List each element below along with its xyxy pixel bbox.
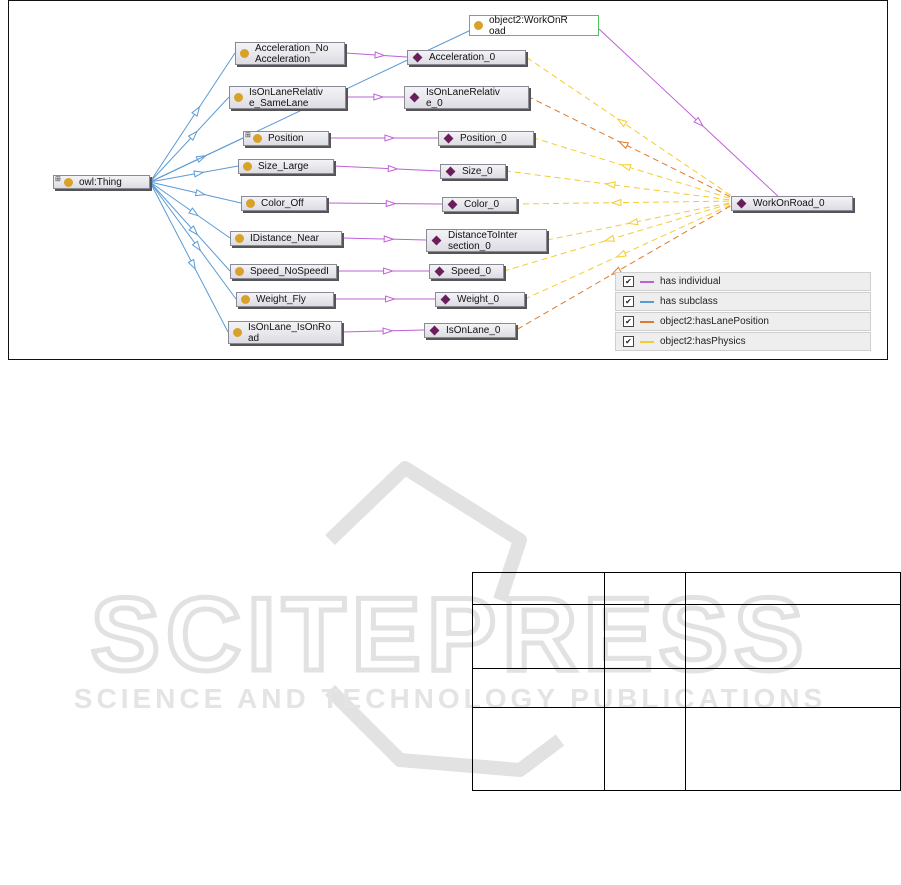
node-color-individual[interactable]: Color_0 — [442, 197, 517, 212]
edge-arrowhead — [385, 295, 397, 303]
edge-legend: ✔ has individual ✔ has subclass ✔ object… — [615, 272, 871, 352]
edge-has-individual — [326, 202, 443, 205]
class-icon — [246, 199, 255, 208]
edge-has-lane-position — [515, 200, 740, 331]
edge-arrowhead — [384, 134, 396, 142]
table-row — [472, 707, 901, 791]
edge-arrowhead — [193, 170, 205, 178]
edge-has-subclass — [149, 181, 242, 204]
edge-arrowhead — [615, 249, 627, 258]
edge-has-physics — [505, 170, 740, 202]
legend-item-has-physics[interactable]: ✔ object2:hasPhysics — [615, 332, 871, 351]
node-work-on-road-class[interactable]: object2:WorkOnR oad — [469, 15, 599, 37]
node-weight-class[interactable]: Weight_Fly — [236, 292, 334, 307]
edge-arrowhead — [383, 267, 395, 275]
legend-item-has-individual[interactable]: ✔ has individual — [615, 272, 871, 291]
legend-swatch — [640, 320, 654, 323]
edge-arrowhead — [610, 198, 622, 207]
node-speed-individual[interactable]: Speed_0 — [429, 264, 504, 279]
edge-arrowhead — [603, 234, 616, 242]
edge-arrowhead — [626, 217, 639, 226]
edge-arrowhead — [188, 207, 200, 217]
edge-arrowhead — [693, 116, 704, 127]
edge-arrowhead — [194, 188, 207, 197]
class-icon — [253, 134, 262, 143]
checkbox-checked-icon[interactable]: ✔ — [623, 336, 634, 347]
checkbox-checked-icon[interactable]: ✔ — [623, 316, 634, 327]
class-icon — [235, 234, 244, 243]
edge-arrowhead — [617, 140, 630, 150]
edge-has-lane-position — [528, 96, 740, 202]
node-speed-class[interactable]: Speed_NoSpeedI — [230, 264, 337, 279]
class-icon — [64, 177, 73, 187]
class-icon — [241, 295, 250, 304]
table-row — [472, 668, 901, 708]
empty-table — [472, 572, 901, 791]
edge-has-subclass — [149, 52, 236, 183]
expand-icon[interactable]: ⊞ — [55, 176, 61, 183]
edge-has-physics — [525, 56, 740, 202]
edge-arrowhead — [604, 181, 616, 189]
table-row — [472, 604, 901, 669]
node-acceleration-class[interactable]: Acceleration_No Acceleration — [235, 42, 345, 65]
node-lane-relative-individual[interactable]: IsOnLaneRelativ e_0 — [404, 86, 529, 109]
node-position-individual[interactable]: Position_0 — [438, 131, 534, 146]
edge-arrowhead — [374, 51, 386, 59]
edge-arrowhead — [387, 164, 399, 173]
node-onlane-class[interactable]: IsOnLane_IsOnRo ad — [228, 321, 342, 344]
edge-has-physics — [516, 200, 740, 205]
node-distance-individual[interactable]: DistanceToInter section_0 — [426, 229, 547, 252]
class-icon — [235, 267, 244, 276]
edge-arrowhead — [191, 105, 201, 117]
edge-arrowhead — [188, 225, 199, 236]
edge-has-physics — [546, 200, 740, 241]
class-icon — [474, 21, 483, 30]
legend-swatch — [640, 300, 654, 303]
legend-item-has-lane-position[interactable]: ✔ object2:hasLanePosition — [615, 312, 871, 331]
class-icon — [243, 162, 252, 171]
edge-arrowhead — [382, 327, 394, 335]
table-row — [472, 572, 901, 605]
edge-has-individual — [598, 28, 782, 200]
expand-icon[interactable]: ⊞ — [245, 132, 251, 139]
edge-has-physics — [503, 200, 740, 272]
edge-has-subclass — [149, 181, 231, 272]
edge-has-subclass — [149, 181, 237, 300]
node-size-class[interactable]: Size_Large — [238, 159, 334, 174]
edge-arrowhead — [191, 240, 202, 252]
class-icon — [234, 93, 243, 102]
node-weight-individual[interactable]: Weight_0 — [435, 292, 525, 307]
legend-swatch — [640, 340, 654, 343]
edge-arrowhead — [187, 130, 198, 142]
node-size-individual[interactable]: Size_0 — [440, 164, 506, 179]
node-work-on-road-individual[interactable]: WorkOnRoad_0 — [731, 196, 853, 211]
node-color-class[interactable]: Color_Off — [241, 196, 327, 211]
node-acceleration-individual[interactable]: Acceleration_0 — [407, 50, 526, 65]
node-owl-thing[interactable]: ⊞ owl:Thing — [53, 175, 150, 189]
class-icon — [240, 49, 249, 58]
edge-arrowhead — [619, 164, 632, 172]
edge-has-subclass — [149, 96, 230, 183]
edge-arrowhead — [187, 258, 196, 271]
legend-swatch — [640, 280, 654, 283]
graph-edges — [149, 28, 782, 335]
legend-item-has-subclass[interactable]: ✔ has subclass — [615, 292, 871, 311]
checkbox-checked-icon[interactable]: ✔ — [623, 276, 634, 287]
edge-has-subclass — [149, 181, 229, 333]
edge-has-physics — [533, 137, 740, 202]
class-icon — [233, 328, 242, 337]
node-onlane-individual[interactable]: IsOnLane_0 — [424, 323, 516, 338]
checkbox-checked-icon[interactable]: ✔ — [623, 296, 634, 307]
edge-has-subclass — [149, 181, 231, 239]
ontology-graph-panel: ⊞ owl:Thing object2:WorkOnR oad Accelera… — [8, 0, 888, 360]
edge-arrowhead — [616, 118, 628, 128]
node-distance-class[interactable]: IDistance_Near — [230, 231, 342, 246]
edge-arrowhead — [385, 199, 397, 208]
node-position-class[interactable]: ⊞ Position — [243, 131, 329, 146]
edge-arrowhead — [383, 235, 395, 243]
edge-arrowhead — [373, 93, 385, 101]
node-lane-relative-class[interactable]: IsOnLaneRelativ e_SameLane — [229, 86, 346, 109]
edge-has-individual — [333, 165, 441, 172]
